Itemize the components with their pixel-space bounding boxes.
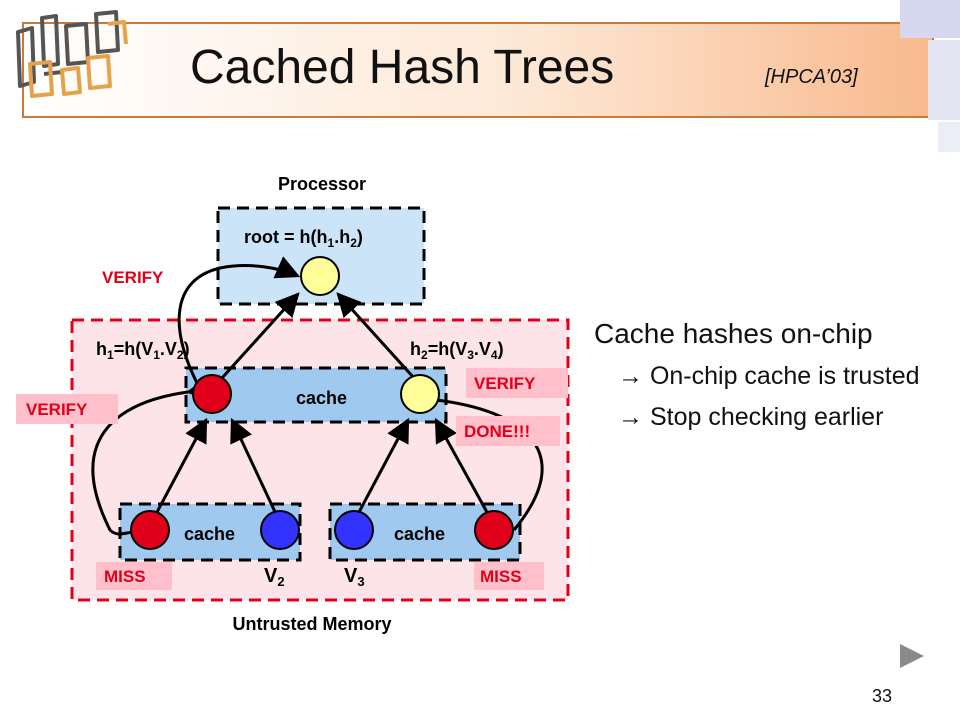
- done-tag-bg: [456, 416, 560, 446]
- citation: [HPCA’03]: [765, 66, 858, 88]
- arrow-icon: →: [618, 402, 643, 431]
- h1-label: h1=h(V1.V2): [96, 339, 190, 362]
- edge-v3-h2: [356, 417, 410, 515]
- processor-region: [216, 206, 426, 306]
- verify-tag-left-bg: [16, 394, 118, 424]
- v2-label: V2: [264, 565, 285, 589]
- cache-right-label: cache: [394, 524, 445, 544]
- h2-label: h2=h(V3.V4): [410, 339, 504, 362]
- v3-node: [334, 510, 374, 550]
- arrow-icon: →: [618, 362, 643, 390]
- slide-number: 33: [872, 686, 893, 706]
- edge-v2-h1: [230, 417, 278, 515]
- v2-node: [260, 510, 300, 550]
- edge-v4-h2: [434, 417, 490, 515]
- decor-square: [938, 122, 960, 152]
- verify-tag-top: VERIFY: [102, 268, 164, 287]
- next-slide-button[interactable]: [900, 644, 924, 668]
- v4-node: [474, 510, 514, 550]
- root-node: [300, 256, 340, 296]
- edge-v1-h1: [154, 417, 208, 515]
- verify-curve-left: [91, 377, 212, 536]
- miss-tag-left: MISS: [104, 567, 146, 586]
- decor-square: [928, 40, 960, 120]
- root-label: root = h(h1.h2): [244, 227, 363, 250]
- verify-curve-top: [177, 256, 301, 386]
- bullet-sub-2: → Stop checking earlier: [618, 402, 884, 431]
- miss-tag-right-bg: [474, 562, 544, 590]
- v1-node: [130, 510, 170, 550]
- miss-tag-left-bg: [96, 562, 172, 590]
- title-bar: [22, 22, 934, 118]
- bullet-sub-1: → On-chip cache is trusted: [618, 362, 920, 390]
- miss-tag-right: MISS: [480, 567, 522, 586]
- h2-node: [400, 374, 440, 414]
- cache-middle-label: cache: [296, 388, 347, 408]
- cache-left-label: cache: [184, 524, 235, 544]
- hash-tree-diagram: Processor Untrusted Memory root = h(h1.h…: [16, 174, 570, 634]
- edge-h1-root: [220, 292, 300, 380]
- verify-tag-right: VERIFY: [474, 374, 536, 393]
- edge-h2-root: [336, 292, 416, 380]
- slide-title: Cached Hash Trees: [190, 41, 615, 94]
- decor-square: [900, 0, 960, 38]
- h1-node: [192, 374, 232, 414]
- done-tag: DONE!!!: [464, 422, 530, 441]
- verify-tag-right-bg: [466, 368, 568, 398]
- verify-tag-left: VERIFY: [26, 400, 88, 419]
- bullet-main: Cache hashes on-chip: [594, 318, 873, 349]
- logo-icon: [16, 10, 128, 98]
- processor-label: Processor: [278, 174, 366, 194]
- untrusted-memory-label: Untrusted Memory: [232, 614, 391, 634]
- v3-label: V3: [344, 565, 365, 589]
- bullet-list: Cache hashes on-chip → On-chip cache is …: [594, 318, 934, 441]
